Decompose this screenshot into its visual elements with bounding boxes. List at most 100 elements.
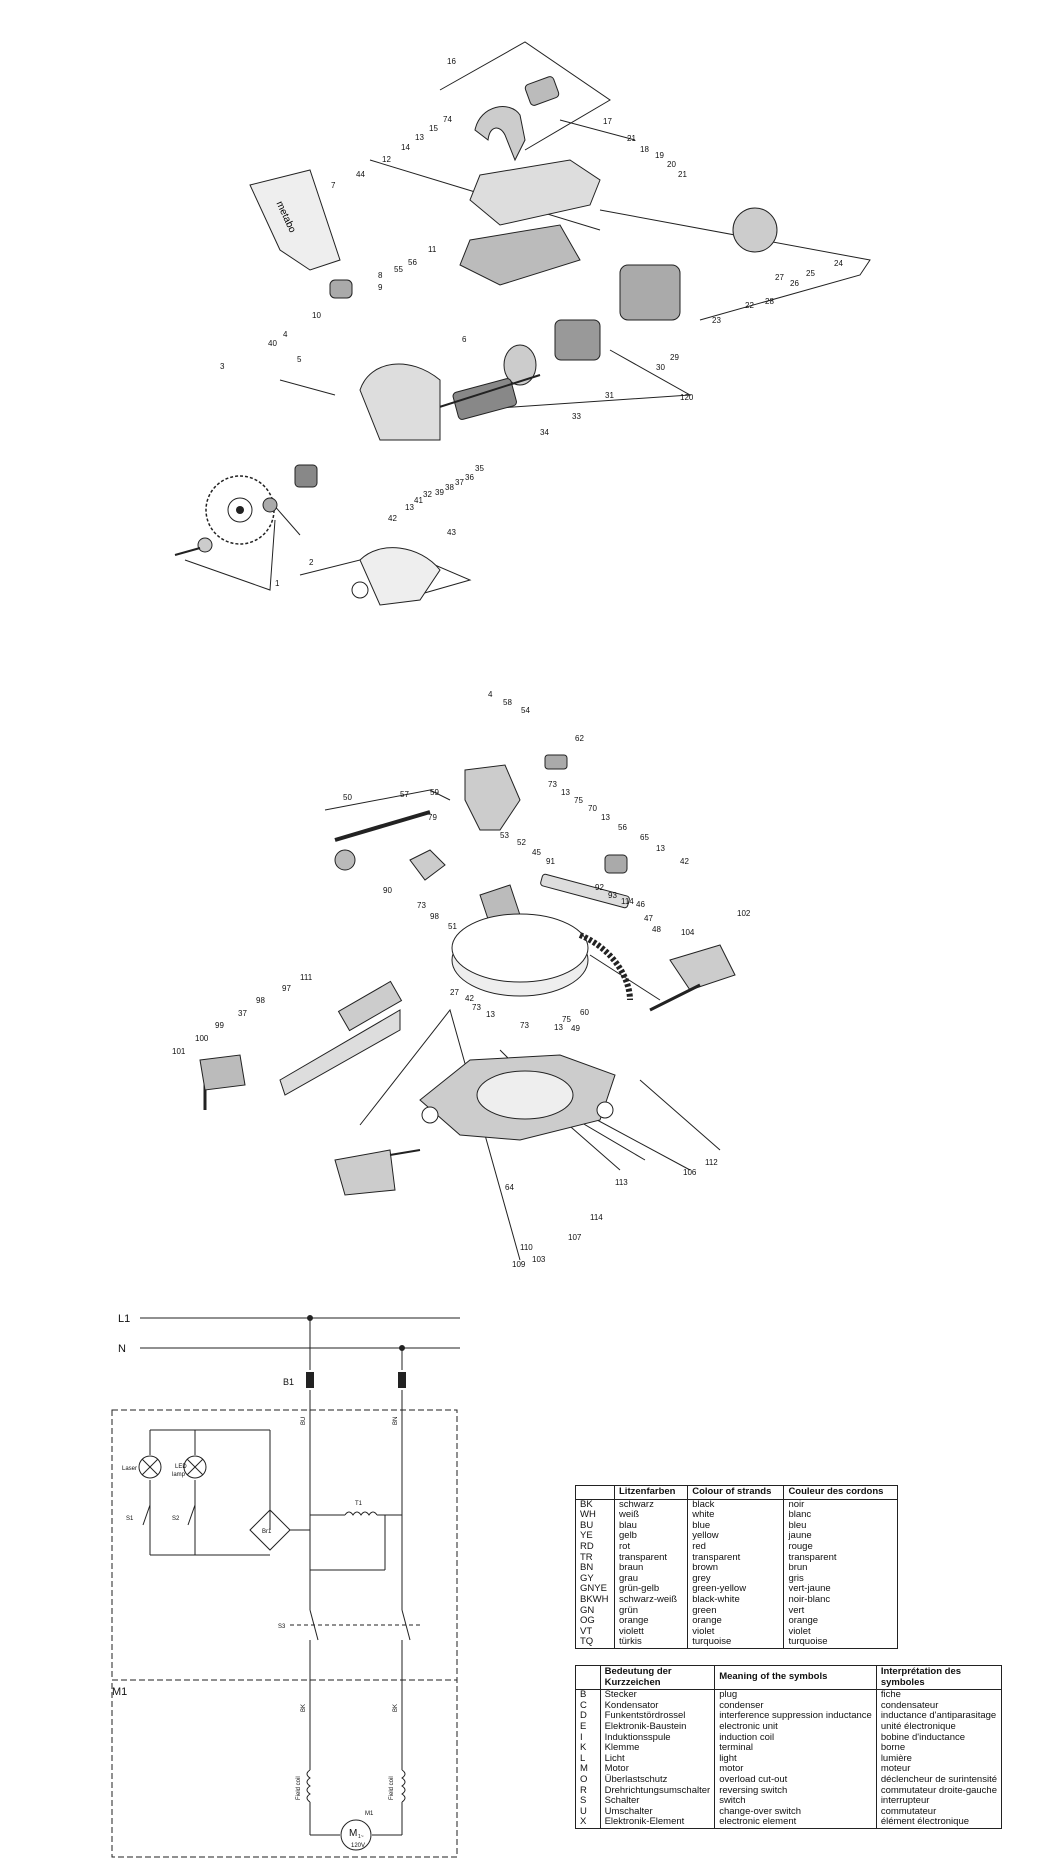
part-label: 38 — [445, 483, 454, 492]
table-header-cell: Interprétation des symboles — [876, 1665, 1002, 1691]
part-label: 70 — [588, 804, 597, 813]
table-cell: Licht — [600, 1753, 716, 1765]
table-cell: light — [714, 1753, 877, 1765]
switch-s1-label: S1 — [126, 1516, 134, 1522]
table-cell: rot — [614, 1541, 689, 1553]
table-cell: white — [687, 1510, 785, 1521]
part-label: 10 — [312, 311, 321, 320]
part-label: 36 — [465, 473, 474, 482]
part-label: 16 — [447, 57, 456, 66]
table-cell: Motor — [600, 1764, 716, 1775]
table-cell: YE — [575, 1531, 615, 1542]
turntable-part — [451, 873, 633, 1001]
table-cell: Drehrichtungsumschalter — [600, 1785, 716, 1797]
part-label: 35 — [475, 464, 484, 473]
table-cell: R — [575, 1785, 601, 1797]
blade-guard-part — [359, 363, 441, 441]
table-cell: B — [575, 1689, 601, 1701]
part-label: 56 — [618, 823, 627, 832]
part-label: 49 — [571, 1024, 580, 1033]
part-label: 120 — [680, 393, 694, 402]
table-cell: D — [575, 1711, 601, 1722]
table-cell: yellow — [687, 1531, 785, 1542]
part-label: 37 — [238, 1009, 247, 1018]
table-cell: BU — [575, 1520, 615, 1532]
table-cell: induction coil — [714, 1732, 877, 1744]
part-label: 91 — [546, 857, 555, 866]
table-cell: turquoise — [687, 1636, 785, 1649]
table-cell: terminal — [714, 1743, 877, 1754]
part-label: 17 — [603, 117, 612, 126]
part-label: 44 — [356, 170, 365, 179]
field-coil-left-label: Field coil — [296, 1776, 302, 1800]
table-cell: fiche — [880, 1689, 901, 1701]
part-label: 27 — [775, 273, 784, 282]
line-n-label: N — [118, 1343, 126, 1355]
table-cell: black — [687, 1499, 785, 1511]
part-label: 53 — [500, 831, 509, 840]
table-cell: black-white — [687, 1594, 785, 1606]
table-cell: reversing switch — [714, 1785, 877, 1797]
table-cell: transparent — [614, 1552, 689, 1564]
table-cell: blue — [687, 1520, 785, 1532]
part-label: 58 — [503, 698, 512, 707]
table-cell: X — [575, 1816, 601, 1829]
table-cell: Induktionsspule — [600, 1732, 716, 1744]
part-label: 41 — [414, 496, 423, 505]
table-cell: orange — [687, 1616, 785, 1627]
wire-bn-label: BN — [393, 1417, 399, 1425]
part-label: 114 — [621, 897, 634, 906]
table-cell: violet — [788, 1625, 811, 1637]
table-cell: orange — [614, 1616, 689, 1627]
table-cell: Funkentstördrossel — [600, 1711, 716, 1722]
part-label: 51 — [448, 922, 457, 931]
table-cell: Klemme — [600, 1743, 716, 1754]
table-cell: GY — [575, 1573, 615, 1585]
table-cell: RD — [575, 1541, 615, 1553]
wire-bu-label: BU — [301, 1417, 307, 1425]
field-coil-right-label: Field coil — [389, 1776, 395, 1800]
part-label: 103 — [532, 1255, 546, 1264]
extension-support-part — [334, 1149, 421, 1196]
table-cell: BN — [575, 1563, 615, 1574]
part-label: 13 — [561, 788, 570, 797]
part-label: 37 — [455, 478, 464, 487]
part-label: 93 — [608, 891, 617, 900]
table-cell: green-yellow — [687, 1584, 785, 1595]
table-cell: inductance d'antiparasitage — [880, 1710, 997, 1722]
table-cell: GN — [575, 1605, 615, 1617]
part-label: 3 — [220, 362, 225, 371]
part-label: 26 — [790, 279, 799, 288]
table-cell: vert — [788, 1604, 805, 1616]
part-label: 7 — [331, 181, 336, 190]
handle-part — [474, 76, 560, 162]
part-label: 45 — [532, 848, 541, 857]
table-cell: transparent — [788, 1551, 837, 1563]
part-label: 42 — [680, 857, 689, 866]
part-label: 32 — [423, 490, 432, 499]
part-label: 30 — [656, 363, 665, 372]
part-label: 104 — [681, 928, 695, 937]
motor-phase: 1~ — [358, 1834, 364, 1840]
part-label: 73 — [548, 780, 557, 789]
part-label: 57 — [400, 790, 409, 799]
led-lamp-icon — [183, 1455, 207, 1479]
part-label: 21 — [678, 170, 687, 179]
switch-s3-label: S3 — [278, 1624, 286, 1630]
colour-of-strands-table: Litzenfarben Colour of strands Couleur d… — [575, 1485, 898, 1649]
table-cell: violett — [614, 1626, 689, 1638]
part-label: 50 — [343, 793, 352, 802]
part-label: 18 — [640, 145, 649, 154]
